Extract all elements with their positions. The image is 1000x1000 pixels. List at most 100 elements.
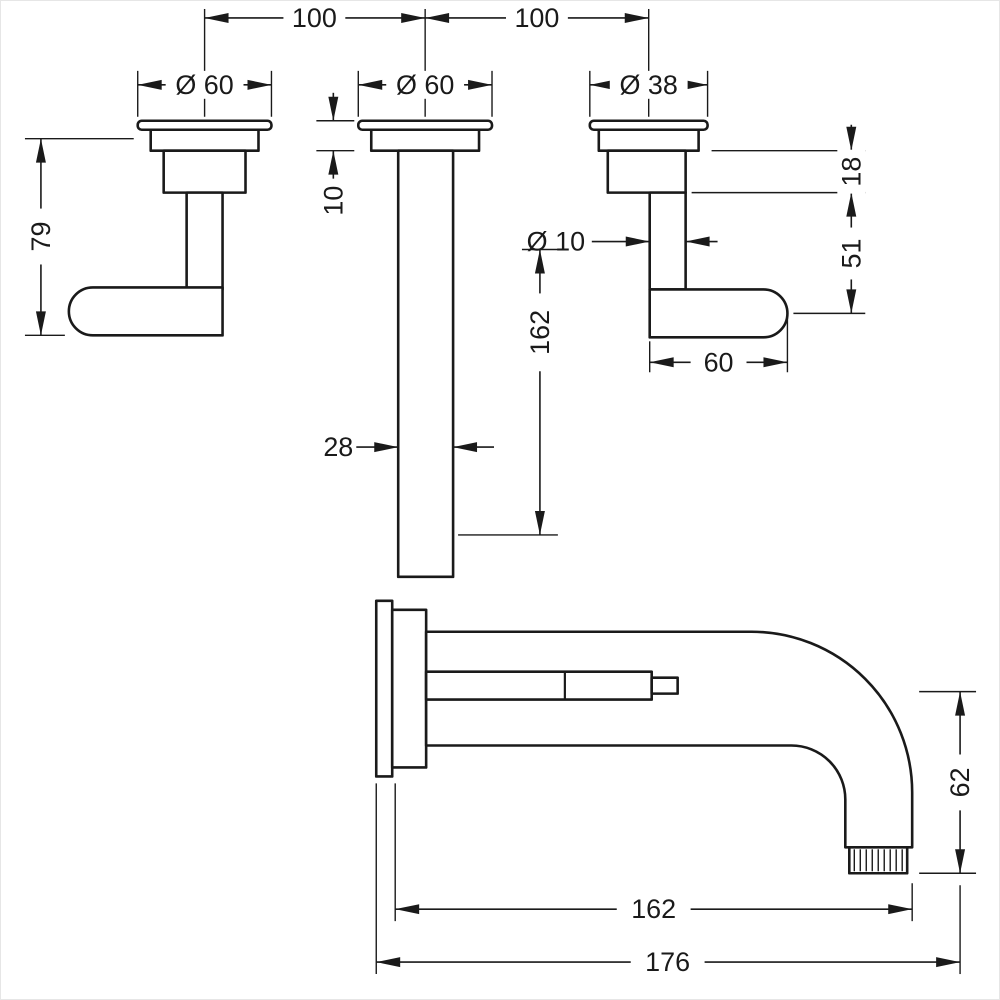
arrowhead (534, 510, 545, 535)
arrowhead (624, 12, 649, 23)
dim-escutcheon-depth: 10 (316, 92, 355, 216)
spout-escutcheon-base (369, 128, 481, 152)
label-bg (283, 3, 346, 32)
dim-label: Ø 38 (619, 70, 677, 100)
dim-spacing-right: 100 (425, 3, 649, 33)
aerator-hatching (853, 849, 903, 872)
arrowhead (374, 442, 399, 453)
dim-label: 62 (945, 767, 975, 797)
dim-escutcheon-mid-dia: Ø 60 (357, 70, 493, 117)
dim-label: Ø 60 (175, 70, 233, 100)
label-bg (609, 70, 688, 99)
valve-spindle (424, 670, 653, 701)
dim-label: 100 (292, 3, 337, 33)
rotated-label: 18 (836, 149, 866, 194)
dim-handle-height: 79 (24, 138, 134, 337)
label-bg (525, 293, 554, 372)
dim-label: 18 (836, 157, 866, 187)
arrowhead (846, 192, 857, 217)
spout-tube-front (396, 149, 455, 579)
dim-label: 79 (26, 222, 56, 252)
arrowhead (376, 957, 401, 968)
dim-total-projection: 176 (375, 783, 961, 977)
arrowhead (328, 150, 339, 175)
arrowhead (425, 12, 450, 23)
label-bg (837, 149, 866, 194)
right-escutcheon-base (597, 128, 700, 152)
wall-flange-body (390, 608, 428, 769)
arrowhead (763, 357, 788, 368)
dim-label: 176 (645, 947, 690, 977)
dim-label: 162 (631, 894, 676, 924)
dim-escutcheon-left-dia: Ø 60 (137, 70, 273, 117)
arrowhead (453, 442, 478, 453)
wall-flange-plate (374, 599, 394, 778)
right-handle-lever (648, 288, 789, 339)
spout-side-view (374, 599, 914, 875)
arrowhead (888, 904, 913, 915)
dim-spout-projection: 162 (394, 783, 913, 924)
dim-label: 51 (836, 239, 866, 269)
label-bg (616, 895, 691, 924)
label-bg (165, 70, 244, 99)
arrowhead (358, 79, 383, 90)
dim-label: Ø 10 (527, 227, 585, 257)
valve-spindle-end (650, 676, 679, 695)
arrowhead (534, 249, 545, 274)
dim-spout-tube-length: 162 (458, 248, 558, 536)
arrowhead (955, 849, 966, 874)
arrowhead (401, 12, 426, 23)
right-handle-rod (648, 191, 687, 291)
dim-label: Ø 60 (396, 70, 454, 100)
right-handle-block (606, 149, 687, 194)
dim-lever-rod-dia: Ø 10 (527, 227, 718, 257)
arrowhead (468, 79, 493, 90)
label-bg (837, 227, 866, 280)
arrowhead (204, 12, 229, 23)
left-handle-lever (67, 286, 224, 337)
left-handle-block (162, 149, 247, 194)
arrowhead (589, 79, 614, 90)
dim-label: 10 (318, 186, 348, 216)
rotated-label: 79 (26, 208, 56, 265)
dim-lever-block-and-drop: 18 51 (691, 124, 866, 315)
arrowhead (846, 289, 857, 314)
rotated-label: 51 (836, 227, 866, 280)
label-bg (630, 948, 705, 977)
spout-front-view (356, 119, 494, 579)
label-bg (26, 208, 55, 265)
dim-escutcheon-right-dia: Ø 38 (589, 70, 709, 117)
left-handle-rod (185, 191, 224, 291)
arrowhead (955, 691, 966, 716)
spout-escutcheon-disc (356, 119, 494, 132)
dim-outlet-drop: 62 (919, 690, 977, 874)
label-bg (946, 754, 975, 811)
rotated-label: 62 (945, 754, 975, 811)
dim-spout-tube-width: 28 (323, 432, 495, 462)
arrowhead (35, 138, 46, 163)
dim-label: 162 (525, 310, 555, 355)
dim-label: 28 (323, 432, 353, 462)
label-bg (386, 70, 465, 99)
dim-spacing-left: 100 (204, 3, 426, 33)
spout-body-side (424, 630, 914, 849)
arrowhead (625, 236, 650, 247)
arrowhead (35, 311, 46, 336)
right-handle-front-view (588, 119, 789, 339)
arrowhead (846, 126, 857, 151)
label-bg (690, 348, 747, 377)
rotated-label: 10 (318, 186, 348, 216)
dim-label: 60 (704, 347, 734, 377)
arrowhead (328, 96, 339, 121)
arrowhead (683, 79, 708, 90)
right-escutcheon-disc (588, 119, 709, 132)
rotated-label: 162 (525, 293, 555, 372)
dim-lever-arm-length: 60 (649, 315, 789, 377)
arrowhead (649, 357, 674, 368)
arrowhead (685, 236, 710, 247)
left-escutcheon-base (149, 128, 260, 152)
arrowhead (137, 79, 162, 90)
arrowhead (247, 79, 272, 90)
